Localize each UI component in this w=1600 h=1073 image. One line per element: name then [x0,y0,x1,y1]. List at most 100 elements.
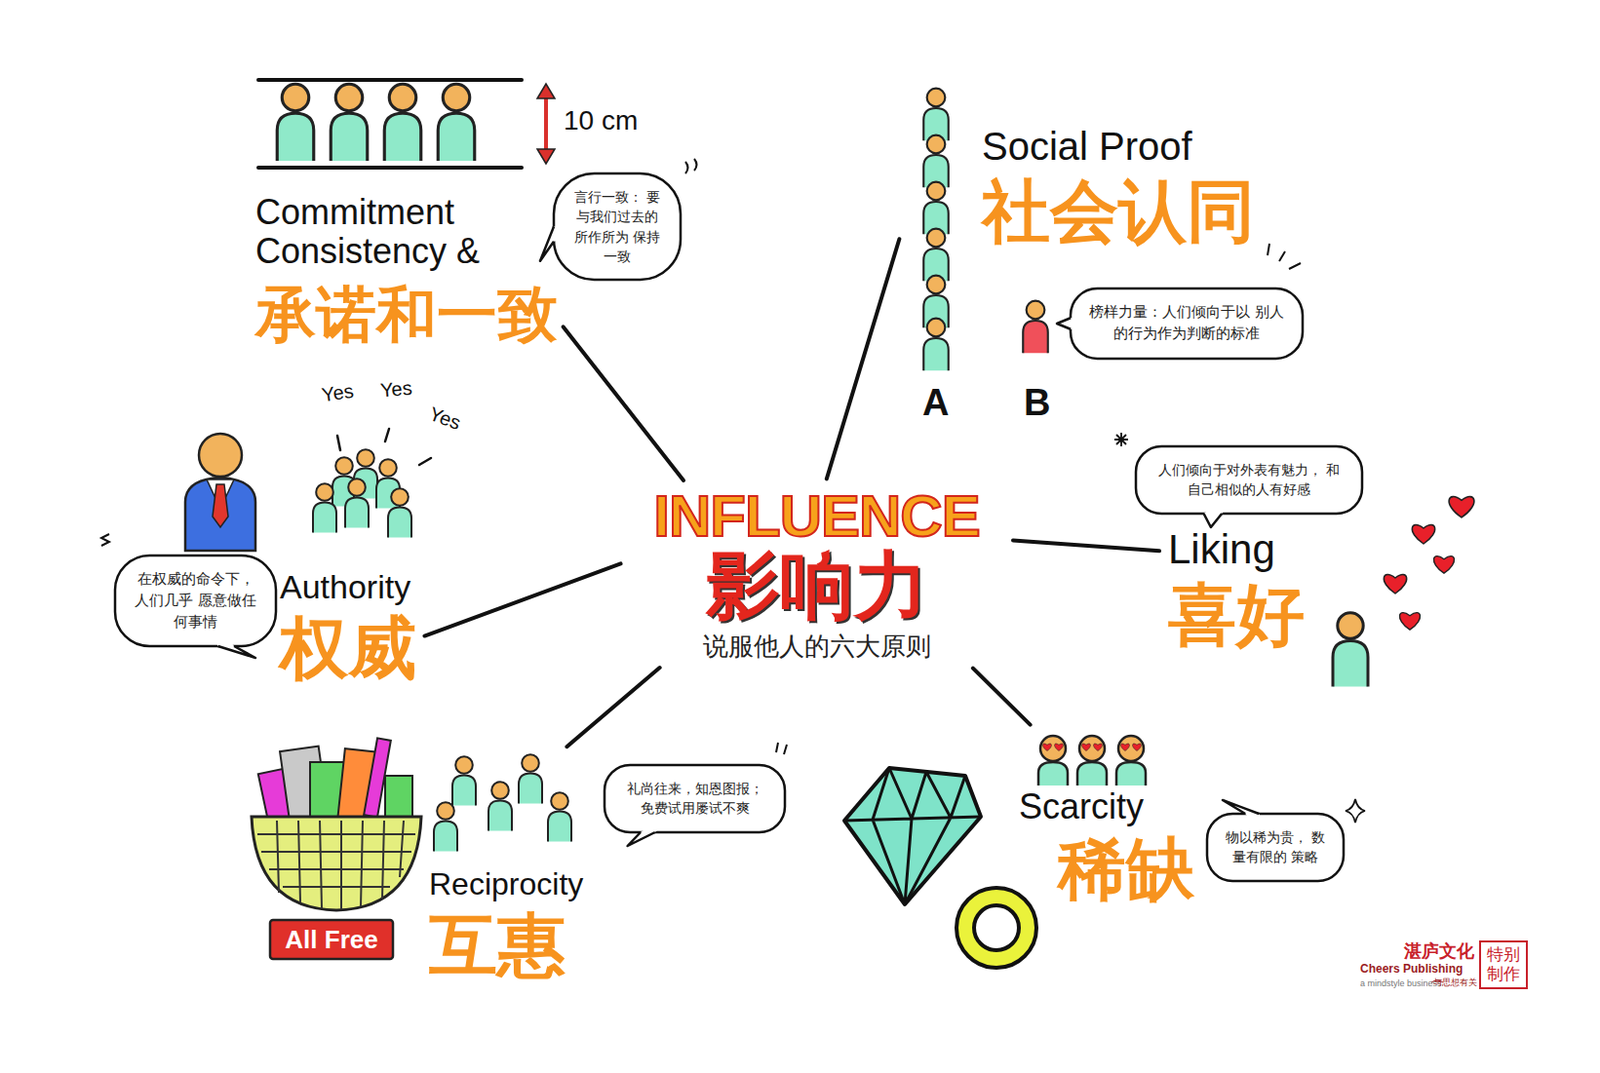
group-letter: A [922,382,949,426]
principle-name: Reciprocity [429,867,584,903]
heart [1448,497,1475,518]
principle-name-zh: 喜好 [1168,578,1305,654]
speech-bubble: 物以稀为贵， 数量有限的 策略 [1207,814,1344,882]
heart [1433,556,1454,574]
bubble-shape [115,555,276,647]
principle-name: Authority [279,568,417,606]
bubble-text: 在权威的命令下， 人们几乎 愿意做任何事情 [132,569,259,633]
speech-bubble: 言行一致： 要与我们过去的 所作所为 保持一致 [553,173,681,280]
dimension-arrow [544,93,548,155]
person-body [1077,762,1107,786]
basket-weave [257,820,416,910]
person-figure [547,792,572,842]
principle-name-zh: 互惠 [429,908,584,984]
bubble-tail [1222,800,1259,815]
publisher-logo: 湛庐文化 [1404,941,1475,963]
bubble-shape [1135,446,1363,514]
dimension-label: 10 cm [563,105,638,137]
person-body [1116,762,1146,786]
speech-bubble-outline [604,765,785,833]
connector [1013,540,1160,551]
arrow-head [537,83,555,99]
principle-name: Scarcity [1018,787,1195,827]
principle-group: Commitment Consistency &承诺和一致 [255,193,558,349]
bubble-tail [627,832,656,847]
speech-bubble-outline [1135,446,1363,514]
person-figure [923,318,949,372]
person-figure [452,756,476,806]
heart-eyed-people [1038,736,1146,786]
diamond-facets [844,768,981,905]
bubble-tail-fill [215,642,256,659]
bubble-text: 言行一致： 要与我们过去的 所作所为 保持一致 [571,187,664,267]
speech-bubble: 在权威的命令下， 人们几乎 愿意做任何事情 [115,555,276,647]
principle-group: Liking喜好 [1168,526,1305,654]
bar-line [258,165,522,170]
person-head [1026,301,1046,320]
free-banner [270,920,393,960]
group-letter: B [1023,382,1051,426]
ring-band [965,897,1028,960]
bubble-shape [604,765,785,833]
speech-word: Yes [379,377,414,403]
heart-eye [1054,743,1064,751]
speech-bubble-outline [1070,288,1303,359]
speech-word: Yes [426,402,465,435]
bubble-tail-fill [1056,317,1076,330]
stamp-text: 特别 制作 [1481,945,1526,984]
banner-text: All Free [270,920,393,960]
hub-title-en: INFLUENCE [628,487,1005,547]
heart-eye [1093,743,1103,751]
bubble-text: 榜样力量：人们倾向于以 别人的行为作为判断的标准 [1088,302,1286,346]
bubble-tail [540,227,554,262]
heart-eye [1132,743,1142,751]
heart-eye [1082,743,1092,751]
person-figure [433,802,458,852]
arrow-head [537,149,555,164]
person-figure [384,83,422,161]
person-figure [1332,613,1368,688]
connector [563,326,684,481]
person-figure [437,83,475,161]
person-figure [488,781,512,831]
person-body [1038,762,1068,786]
person-body [1022,320,1049,353]
person-figure [923,88,949,142]
speech-bubble: 礼尚往来，知恩图报； 免费试用屡试不爽 [604,765,785,833]
speech-word: Yes [320,380,356,407]
person-figure [518,754,543,804]
bubble-text: 人们倾向于对外表有魅力， 和自己相似的人有好感 [1153,460,1345,501]
bubble-tail-fill [1222,800,1261,819]
person-figure [923,182,949,235]
connector [424,563,621,636]
person-head [1040,736,1066,762]
sparkle-mark [1114,432,1129,447]
hub-title: INFLUENCE影响力说服他人的六大原则 [628,487,1005,663]
bubble-tail-fill [1204,509,1226,528]
gift-item [385,776,413,821]
speech-tick [337,429,431,466]
bubble-text: 物以稀为贵， 数量有限的 策略 [1224,827,1327,868]
person-figure [330,83,368,161]
ring-outline [965,897,1028,960]
speech-bubble: 人们倾向于对外表有魅力， 和自己相似的人有好感 [1135,446,1363,514]
sparkle-mark [1267,243,1301,270]
principle-group: Reciprocity 互惠 [429,752,584,984]
speech-bubble-outline [1207,814,1344,882]
bubble-shape [553,173,681,280]
connector [973,668,1031,726]
connector [826,238,900,479]
heart-eye [1043,743,1053,751]
bubble-shape [1207,814,1344,882]
person-figure [923,135,949,189]
heart [1383,575,1406,594]
publisher-slogan: a mindstyle business [1360,978,1443,989]
bubble-shape [1070,288,1303,359]
person-head [1118,736,1144,762]
basket [251,817,422,911]
bubble-tail [218,646,256,659]
person-figure [388,488,412,538]
sparkle-mark [776,742,787,755]
person-head [1079,736,1105,762]
